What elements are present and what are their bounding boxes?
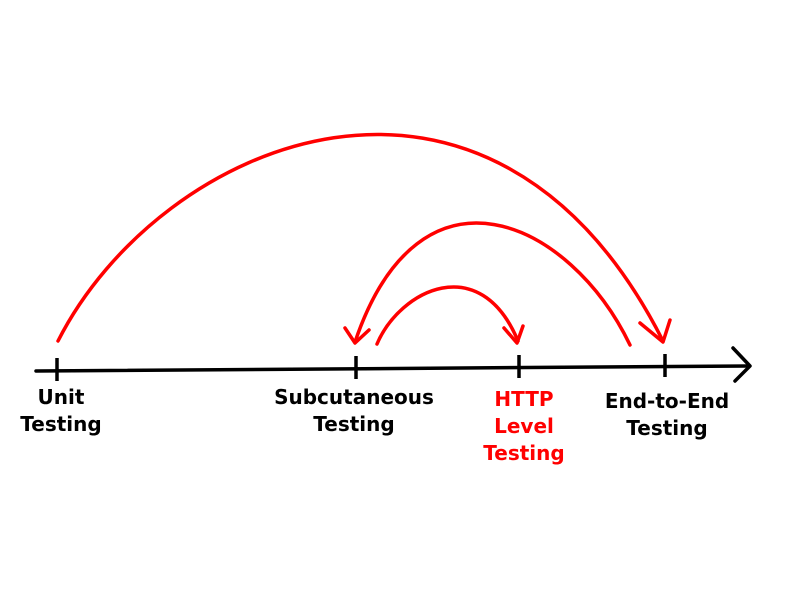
milestone-label-line: Testing (313, 412, 395, 436)
arc-unit-to-e2e-arrowhead (638, 318, 672, 344)
arc-subcutaneous-to-http-arrowhead (502, 324, 525, 345)
milestone-label-line: Level (494, 414, 554, 438)
arc-e2e-to-subcutaneous-arrowhead (343, 326, 371, 345)
axis-line (34, 364, 750, 373)
arc-subcutaneous-to-http (375, 285, 520, 346)
milestone-label-line: Testing (483, 441, 565, 465)
arc-e2e-to-subcutaneous (353, 221, 632, 347)
milestone-label-line: Unit (37, 385, 85, 409)
milestone-label-line: End-to-End (604, 389, 730, 413)
milestone-label-line: Testing (626, 416, 708, 440)
axis-arrowhead (731, 346, 752, 383)
milestone-label-line: Subcutaneous (274, 385, 434, 409)
milestone-label-line: Testing (20, 412, 102, 436)
milestone-label-unit: Unit Testing (20, 384, 101, 438)
milestone-label-line: HTTP (494, 387, 554, 411)
arc-unit-to-e2e (56, 132, 665, 343)
milestone-label-e2e: End-to-End Testing (605, 388, 729, 442)
milestone-label-http: HTTP Level Testing (483, 386, 564, 467)
milestone-label-subcutaneous: Subcutaneous Testing (274, 384, 434, 438)
